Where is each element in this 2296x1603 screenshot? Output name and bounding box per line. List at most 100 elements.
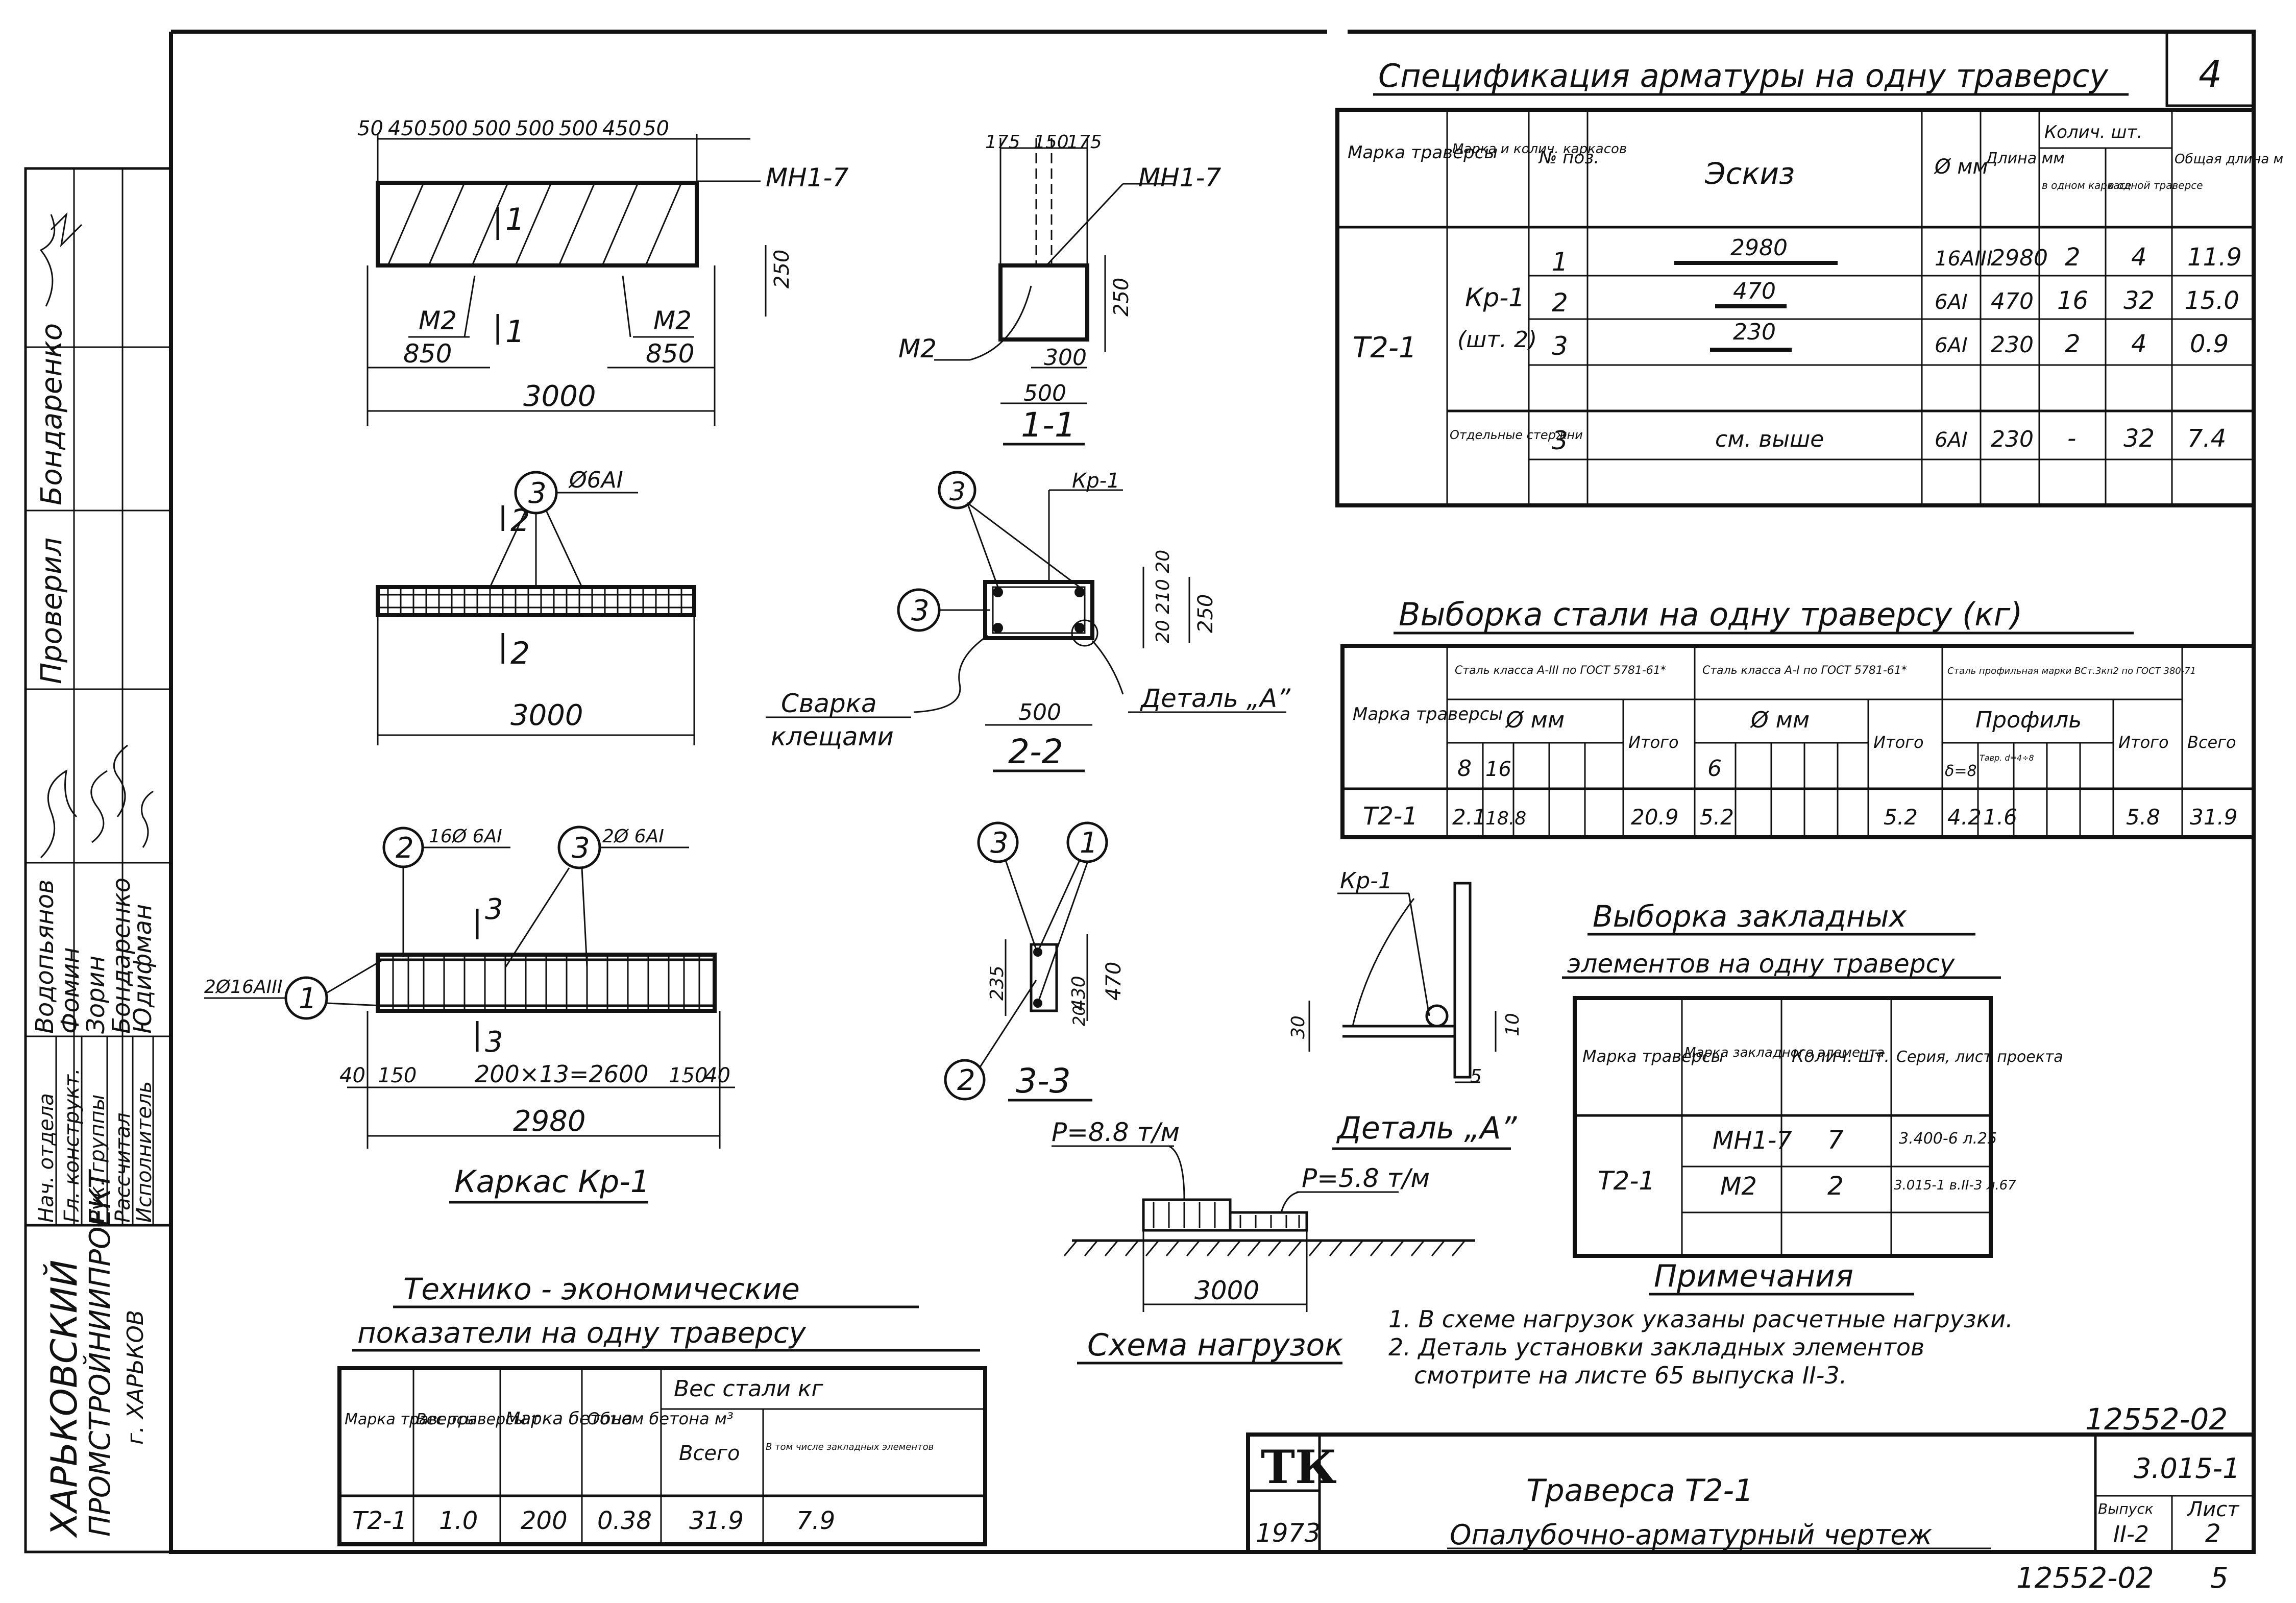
steel-itogo2: Итого [1873,733,1924,752]
svg-text:Т2-1: Т2-1 [1598,1166,1655,1196]
spec-h-total: Общая длина м [2175,152,2283,167]
elev-850-right: 850 [646,339,694,369]
tech-h4: Объем бетона м³ [587,1409,734,1428]
svg-text:2980: 2980 [1730,235,1788,261]
svg-text:500: 500 [429,117,468,140]
svg-text:7: 7 [1827,1125,1844,1155]
svg-text:0.38: 0.38 [597,1507,652,1535]
svg-text:32: 32 [2123,286,2155,315]
svg-text:32: 32 [2123,424,2155,453]
s22-svarka2: клещами [771,722,894,751]
s33-430: 430 [1068,976,1089,1011]
svg-text:450: 450 [388,117,427,140]
s22-500: 500 [1018,699,1061,725]
svg-text:230: 230 [1991,426,2034,452]
note-1: 1. В схеме нагрузок указаны расчетные на… [1388,1305,2013,1333]
emb-h2: Марка закладного элемента [1684,1045,1885,1060]
s11-300: 300 [1044,345,1087,371]
svg-text:18.8: 18.8 [1485,808,1526,829]
steel-g2: Сталь класса А-I по ГОСТ 5781-61* [1702,664,1907,677]
svg-text:δ=8: δ=8 [1945,762,1977,780]
svg-text:Тавр. d=4÷8: Тавр. d=4÷8 [1980,753,2034,763]
year: 1973 [1256,1518,1321,1548]
s33-20: 20 [1069,1005,1089,1026]
plan-3000: 3000 [510,699,583,732]
elevation-view: 50 450 500 500 500 500 450 50 МН1-7 1 1 … [357,117,849,426]
elev-top-dims: 50 450 500 500 500 500 450 50 [357,117,669,140]
elev-850-left: 850 [403,339,452,369]
svg-text:6АI: 6АI [1935,290,1968,314]
title-sheet: 2 [2205,1519,2221,1548]
load-3000: 3000 [1194,1276,1259,1305]
svg-text:Т2-1: Т2-1 [352,1507,407,1535]
svg-text:3.400-6 л.25: 3.400-6 л.25 [1899,1130,1997,1148]
svg-text:7.4: 7.4 [2187,424,2226,453]
title-sheet-label: Лист [2186,1498,2240,1521]
title-issue-label: Выпуск [2098,1500,2154,1517]
sheet-code-bottom: 12552-02 [2016,1562,2154,1595]
spec-h-dia: Ø мм [1934,155,1988,179]
svg-text:8: 8 [1457,756,1472,782]
spec-h-intrav: в одной траверсе [2108,179,2203,191]
svg-text:2: 2 [2065,330,2081,358]
tech-h7: В том числе закладных элементов [766,1442,934,1452]
svg-text:50: 50 [357,117,383,140]
svg-text:2: 2 [1552,288,1568,318]
det-5: 5 [1470,1066,1482,1087]
section-2-2: 3 Кр-1 3 Деталь „А” Сварка клещами 20 21… [766,469,1291,772]
emb-h4: Серия, лист проекта [1896,1048,2063,1066]
kr-d150-right: 150 [669,1064,707,1087]
note-2b: смотрите на листе 65 выпуска II-3. [1414,1362,1847,1389]
s22-callout-left: 3 [911,594,930,627]
logo: ТК [1261,1440,1337,1494]
svg-text:15.0: 15.0 [2185,286,2239,315]
svg-text:0.9: 0.9 [2190,330,2229,358]
s22-250: 250 [1194,594,1217,633]
svg-text:3.015-1 в.II-3 л.67: 3.015-1 в.II-3 л.67 [1894,1178,2016,1193]
emb-title2: элементов на одну траверсу [1567,949,1956,979]
spec-frame-qty: (шт. 2) [1457,327,1537,353]
kr-label-1: 2Ø16АIII [204,977,283,998]
s33-235: 235 [987,965,1008,1001]
spec-sep-label: Отдельные стержни [1450,428,1583,442]
svg-text:1.6: 1.6 [1983,805,2017,830]
svg-text:2: 2 [2065,243,2081,272]
tech-h1: Марка траверсы [345,1411,477,1428]
org-line3: г. ХАРЬКОВ [123,1310,149,1445]
svg-text:7.9: 7.9 [796,1507,835,1535]
spec-traverse: Т2-1 [1353,331,1417,365]
svg-text:31.9: 31.9 [689,1507,744,1535]
steel-vsego: Всего [2187,733,2236,752]
spec-h-len: Длина мм [1985,150,2065,167]
kr-d150-left: 150 [378,1064,417,1087]
name-4: Бондаренко [107,878,136,1034]
kr-callout-3: 3 [572,832,590,865]
load-p1: P=8.8 т/м [1052,1118,1180,1147]
s11-250: 250 [1110,278,1133,317]
title-series: 3.015-1 [2134,1452,2240,1485]
steel-mark: Марка траверсы [1353,704,1503,724]
tech-title1: Технико - экономические [403,1272,800,1306]
notes-title: Примечания [1654,1258,1853,1294]
embedded-table: Выборка закладных элементов на одну трав… [1562,899,2063,1258]
plan-phi6: Ø6АI [568,467,623,493]
name-1: Водопьянов [31,880,59,1034]
svg-text:500: 500 [472,117,511,140]
svg-text:5.8: 5.8 [2126,805,2160,830]
kr-cut3-top: 3 [485,893,503,926]
det-krp1: Кр-1 [1340,868,1393,894]
elev-cut1-bottom: 1 [505,314,525,350]
svg-text:16АIII: 16АIII [1935,247,1993,271]
role-4: Рассчитал [111,1112,135,1223]
tech-h2: Вес траверсы т [416,1411,541,1428]
org-line1: ХАРЬКОВСКИЙ [43,1260,85,1539]
svg-text:450: 450 [602,117,641,140]
svg-text:4.2: 4.2 [1947,805,1982,830]
role-5: Исполнитель [133,1081,156,1223]
svg-text:1.0: 1.0 [439,1507,478,1535]
tech-h6: Всего [679,1442,740,1465]
kr-caption: Каркас Кр-1 [454,1164,650,1200]
steel-g1: Сталь класса А-III по ГОСТ 5781-61* [1455,664,1666,677]
kr-d40-right: 40 [704,1064,730,1087]
det-10: 10 [1502,1013,1523,1036]
